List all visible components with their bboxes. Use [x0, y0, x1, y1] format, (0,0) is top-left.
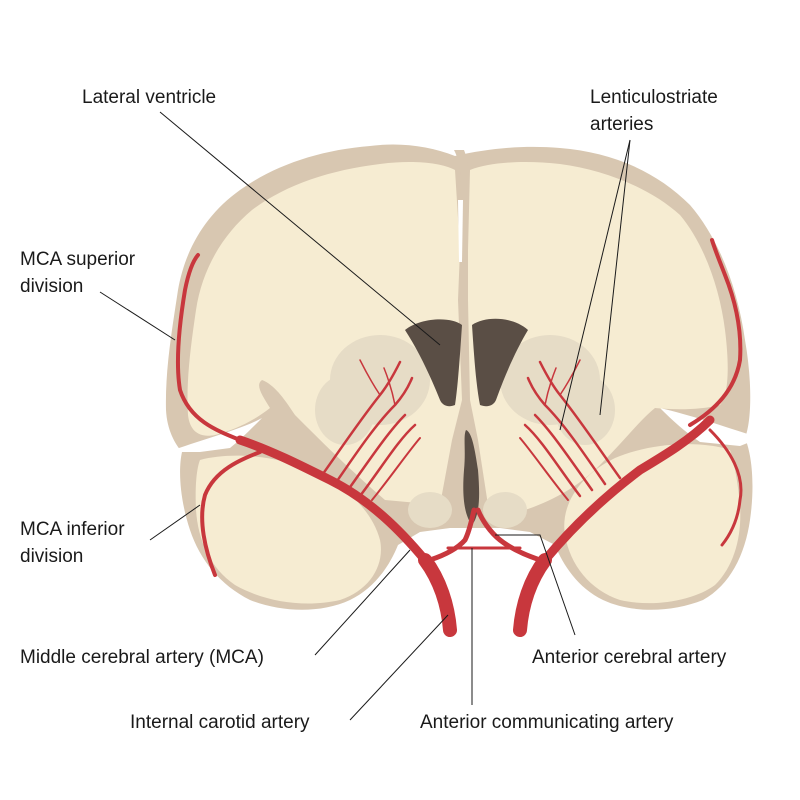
label-internal-carotid-artery: Internal carotid artery — [130, 712, 310, 733]
label-mca-inferior-line2: division — [20, 546, 83, 567]
left-middle-cerebral-artery — [235, 435, 430, 565]
right-lateral-ventricle — [472, 318, 528, 407]
leader-lines — [99, 111, 631, 721]
label-mca-superior-line1: MCA superior — [20, 249, 136, 270]
ventricles — [405, 318, 528, 525]
right-lenticulostriate-arteries — [519, 359, 622, 501]
leader-lenticulostriate-2 — [599, 139, 631, 416]
left-mca-inferior-division — [200, 450, 262, 577]
label-lenticulostriate-line1: Lenticulostriate — [590, 87, 718, 108]
right-middle-cerebral-artery — [540, 415, 715, 565]
right-hemisphere-white-matter — [468, 162, 728, 510]
leader-mca-superior — [99, 291, 176, 341]
basal-ganglia — [315, 335, 615, 528]
leader-internal-carotid — [349, 614, 449, 721]
third-ventricle — [463, 430, 480, 525]
arteries — [175, 238, 743, 637]
label-lateral-ventricle: Lateral ventricle — [82, 87, 216, 108]
fissure-gap — [458, 200, 463, 262]
leader-middle-cerebral — [314, 549, 411, 656]
right-temporal-lobe — [564, 444, 741, 604]
right-putamen — [555, 375, 615, 445]
left-putamen — [315, 375, 375, 445]
label-anterior-cerebral-artery: Anterior cerebral artery — [532, 647, 727, 668]
left-mca-superior-division — [175, 253, 242, 442]
labels: Lateral ventricle Lenticulostriate arter… — [20, 87, 727, 733]
left-lateral-sulcus — [168, 418, 262, 452]
right-mca-superior-division — [688, 238, 743, 427]
label-mca-inferior-line1: MCA inferior — [20, 519, 125, 540]
leader-lenticulostriate-1 — [559, 139, 631, 431]
leader-mca-inferior — [149, 504, 201, 541]
label-lenticulostriate-line2: arteries — [590, 114, 653, 135]
right-lateral-sulcus — [660, 408, 760, 446]
label-mca-superior-line2: division — [20, 276, 83, 297]
leader-lateral-ventricle — [159, 111, 441, 346]
leader-anterior-cerebral — [495, 534, 576, 636]
anterior-cerebral-artery — [427, 507, 477, 563]
left-temporal-lobe — [195, 455, 381, 604]
anterior-cerebral-artery-right — [475, 507, 543, 563]
left-lenticulostriate-arteries — [318, 359, 421, 501]
hypothalamus-left — [408, 492, 452, 528]
label-anterior-communicating-artery: Anterior communicating artery — [420, 712, 674, 733]
left-lateral-ventricle — [405, 319, 462, 407]
longitudinal-fissure — [454, 150, 469, 205]
right-mca-inferior-division — [708, 428, 743, 547]
hypothalamus-right — [483, 492, 527, 528]
right-internal-carotid-artery — [513, 553, 552, 637]
label-middle-cerebral-artery: Middle cerebral artery (MCA) — [20, 647, 264, 668]
left-internal-carotid-artery — [418, 553, 457, 637]
